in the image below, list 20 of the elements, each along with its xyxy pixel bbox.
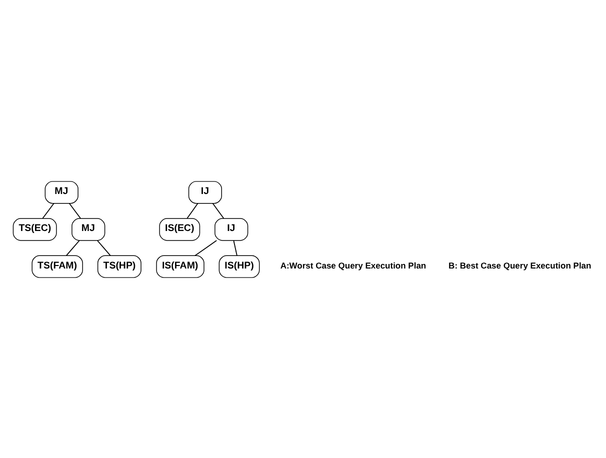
connector (68, 202, 82, 218)
node-box: TS(HP) (97, 254, 142, 278)
connector (212, 202, 224, 218)
node-box: IS(EC) (159, 218, 200, 240)
connector (66, 240, 80, 256)
node-box: IS(FAM) (156, 254, 204, 278)
connector (194, 240, 218, 256)
node-box: MJ (44, 180, 78, 204)
connector (42, 202, 54, 218)
node-box: IJ (214, 218, 248, 240)
node-box: IJ (188, 180, 222, 204)
node-box: MJ (72, 218, 106, 240)
connector (96, 240, 111, 256)
connector (186, 202, 198, 218)
label: B: Best Case Query Execution Plan (448, 260, 592, 270)
node-box: IS(HP) (218, 254, 260, 278)
node-box: TS(FAM) (32, 254, 83, 278)
connector (233, 240, 238, 256)
node-box: TS(EC) (12, 218, 57, 240)
label: A:Worst Case Query Execution Plan (280, 260, 426, 270)
